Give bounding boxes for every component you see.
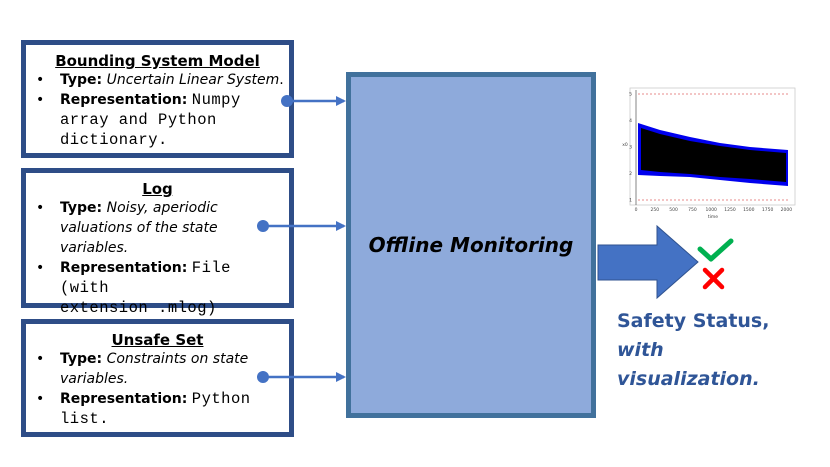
unsafe-set-connector: [257, 371, 346, 383]
unsafe-set-title: Unsafe Set: [111, 331, 204, 349]
unsafe-representation-item: • Representation: Python list.: [36, 390, 251, 428]
bullet-icon: •: [36, 72, 45, 88]
axis-tick-labels: 0 250 500 750 1000 1250 1500 1750 2000 1 2 3 4 5 time x…: [622, 92, 792, 221]
log-box: Log • Type: Noisy, aperiodic valuations …: [21, 168, 294, 317]
y-axis-label: x0: [622, 142, 628, 148]
x-tick-label: 1250: [724, 207, 736, 213]
y-tick-label: 2: [629, 171, 632, 177]
output-arrow: [597, 224, 699, 300]
x-tick-label: 750: [688, 207, 697, 213]
x-tick-label: 1750: [762, 207, 774, 213]
bullet-icon: •: [36, 391, 45, 407]
offline-monitoring-label: Offline Monitoring: [368, 233, 574, 257]
bullet-icon: •: [36, 260, 45, 276]
offline-monitoring-box: Offline Monitoring: [346, 72, 596, 418]
log-connector: [257, 220, 346, 232]
model-representation-item: • Representation: Numpy array and Python…: [36, 91, 241, 149]
bullet-icon: •: [36, 351, 45, 367]
unsafe-type-item: • Type: Constraints on state variables.: [36, 351, 249, 387]
y-tick-label: 1: [629, 198, 632, 204]
signal-band: [641, 128, 786, 182]
x-tick-label: 500: [669, 207, 678, 213]
safety-status-label: Safety Status, with visualization.: [617, 310, 770, 390]
bounding-system-model-box: Bounding System Model • Type: Uncertain …: [21, 40, 294, 158]
x-tick-label: 1500: [743, 207, 755, 213]
y-tick-label: 5: [629, 92, 632, 98]
x-tick-label: 250: [651, 207, 660, 213]
model-connector: [281, 95, 346, 107]
cross-mark-icon: [702, 267, 725, 290]
bullet-icon: •: [36, 200, 45, 216]
unsafe-set-box: Unsafe Set • Type: Constraints on state …: [21, 319, 294, 437]
y-tick-label: 3: [629, 145, 632, 151]
model-type-item: • Type: Uncertain Linear System.: [36, 72, 284, 88]
visualization-thumbnail: 0 250 500 750 1000 1250 1500 1750 2000 1 2 3 4 5 time x…: [622, 87, 796, 221]
bullet-icon: •: [36, 92, 45, 108]
bounding-system-model-title: Bounding System Model: [55, 52, 260, 70]
x-tick-label: 1000: [705, 207, 717, 213]
check-mark-icon: [697, 238, 734, 262]
log-type-item: • Type: Noisy, aperiodic valuations of t…: [36, 200, 218, 256]
y-tick-label: 4: [629, 118, 632, 124]
x-axis-label: time: [708, 214, 718, 220]
log-representation-item: • Representation: File (with extension .…: [36, 259, 231, 317]
x-tick-label: 0: [635, 207, 638, 213]
x-tick-label: 2000: [781, 207, 793, 213]
log-title: Log: [142, 180, 173, 198]
